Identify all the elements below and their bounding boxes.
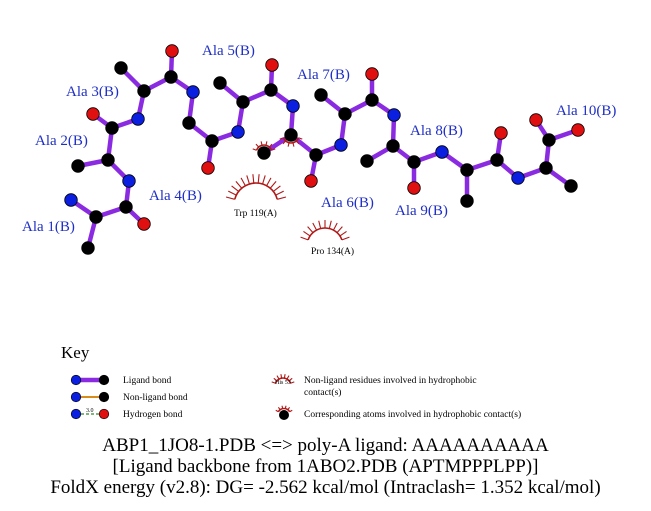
atom-carbon [101,153,115,167]
atom-oxygen [304,174,318,188]
atom-carbon [338,107,352,121]
key-ligand-bond-label: Ligand bond [123,376,172,386]
caption-line-3: FoldX energy (v2.8): DG= -2.562 kcal/mol… [50,477,601,498]
atom-nitrogen [334,138,348,152]
ligand-atoms [64,44,585,255]
contact-label-trp119: Trp 119(A) [234,208,277,219]
residue-label-ala3: Ala 3(B) [66,84,119,100]
caption-line-2: [Ligand backbone from 1ABO2.PDB (APTMPPP… [112,456,539,477]
atom-oxygen [86,107,100,121]
atom-nitrogen [64,193,78,207]
contact-arc-trp119 [225,174,287,200]
atom-carbon [89,210,103,224]
atom-carbon [386,139,400,153]
contact-arc-pro134 [300,220,350,241]
atom-carbon [314,88,328,102]
key-hydrophobic-example: His 53 [275,380,291,386]
atom-carbon [205,134,219,148]
atom-carbon [564,179,578,193]
atom-carbon [182,116,196,130]
atom-carbon [542,133,556,147]
atom-carbon [407,155,421,169]
key-title: Key [61,343,90,362]
atom-carbon [257,146,271,160]
residue-label-ala6: Ala 6(B) [321,195,374,211]
residue-label-ala5: Ala 5(B) [202,43,255,59]
residue-label-ala4: Ala 4(B) [149,188,202,204]
key-nonligand-bond-label: Non-ligand bond [123,393,188,403]
atom-oxygen [165,44,179,58]
key-ligand-bond [70,374,110,386]
atom-oxygen [365,67,379,81]
key-arc-lash [271,374,295,384]
atom-carbon [284,128,298,142]
residue-label-ala8: Ala 8(B) [410,123,463,139]
atom-carbon [460,163,474,177]
atom-carbon [119,200,133,214]
atom-carbon [460,194,474,208]
residue-label-ala10: Ala 10(B) [556,103,616,119]
caption-line-1: ABP1_1JO8-1.PDB <=> poly-A ligand: AAAAA… [102,435,549,456]
residue-label-ala2: Ala 2(B) [35,133,88,149]
atom-carbon [114,61,128,75]
residue-label-ala7: Ala 7(B) [297,67,350,83]
atom-carbon [71,159,85,173]
key-atom-dot [279,410,289,420]
atom-carbon [365,93,379,107]
atom-oxygen [265,58,279,72]
atom-nitrogen [435,145,449,159]
key-hydrogen-bond: 3.0 [70,408,110,420]
key-nonligand-bond [70,391,110,403]
atom-carbon [164,70,178,84]
contact-label-pro134: Pro 134(A) [311,246,354,257]
atom-nitrogen [511,171,525,185]
atom-carbon [236,95,250,109]
key-hydrophobic-residues-label-1: Non-ligand residues involved in hydropho… [304,376,477,386]
atom-oxygen [137,217,151,231]
atom-oxygen [571,123,585,137]
atom-nitrogen [286,99,300,113]
key-hydrophobic-residue-icon [271,374,295,384]
key-hydrophobic-atom-icon [275,405,293,420]
atom-nitrogen [387,108,401,122]
atom-contact-lash [279,137,303,147]
residue-label-ala1: Ala 1(B) [22,219,75,235]
atom-oxygen [494,126,508,140]
key-hydrophobic-atoms-label: Corresponding atoms involved in hydropho… [304,409,521,420]
atom-nitrogen [131,112,145,126]
atom-carbon [309,148,323,162]
atom-nitrogen [231,125,245,139]
atom-nitrogen [186,85,200,99]
atom-contact-lash [252,141,276,151]
atom-carbon [81,241,95,255]
atom-oxygen [529,113,543,127]
key-hydrogen-bond-label: Hydrogen bond [123,410,183,420]
atom-oxygen [201,161,215,175]
atom-carbon [490,153,504,167]
atom-nitrogen [122,174,136,188]
atom-carbon [105,121,119,135]
atom-carbon [213,76,227,90]
atom-carbon [264,83,278,97]
atom-carbon [539,161,553,175]
hydrophobic-contacts [225,137,350,241]
key-atom-lash [275,405,293,413]
residue-label-ala9: Ala 9(B) [395,203,448,219]
atom-carbon [360,154,374,168]
atom-carbon [137,84,151,98]
key-hbond-distance: 3.0 [86,408,94,414]
key-hydrophobic-residues-label-2: contact(s) [304,387,341,398]
atom-oxygen [407,181,421,195]
